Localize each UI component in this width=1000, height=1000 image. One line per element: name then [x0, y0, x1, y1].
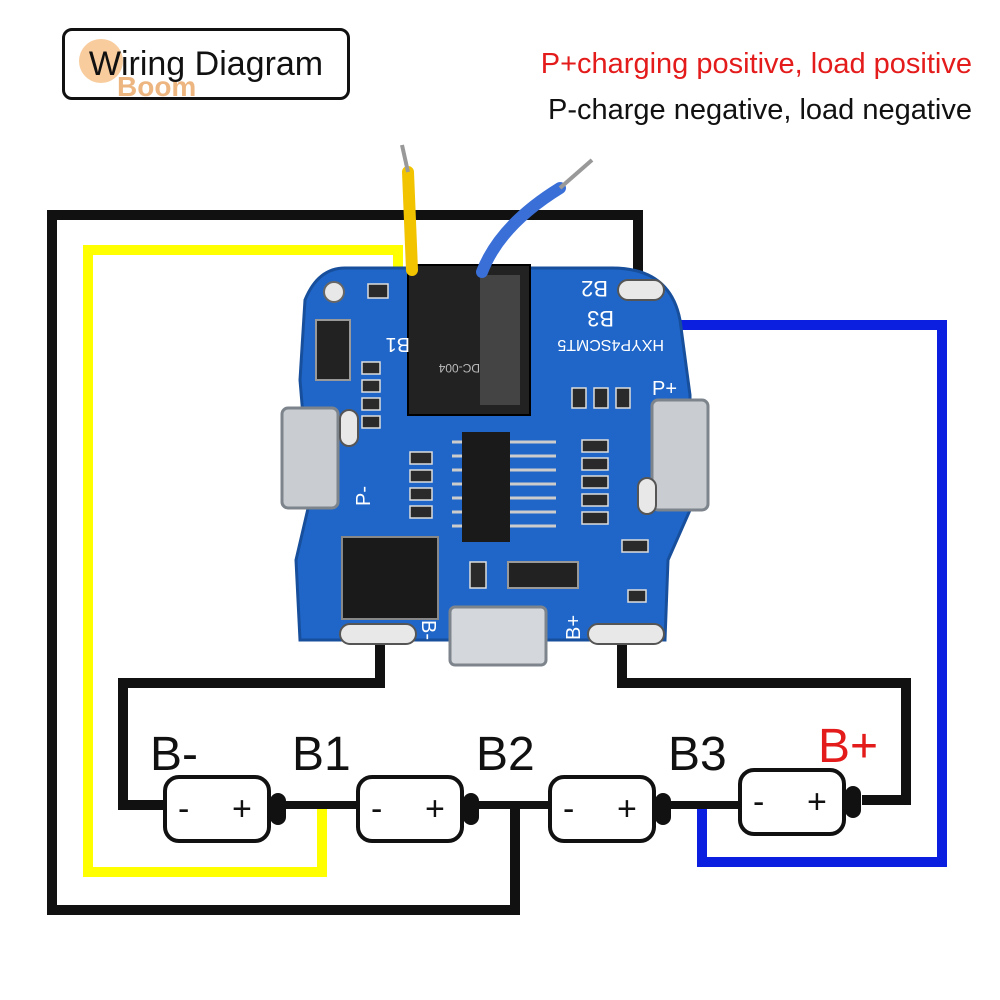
- silk-p-minus: P-: [353, 486, 375, 506]
- silk-b2: B2: [581, 276, 608, 301]
- cell-1-positive: +: [232, 790, 252, 828]
- pad-b-plus: [587, 623, 665, 645]
- black-wire-b-plus: [617, 635, 911, 805]
- cell-3-positive: +: [617, 790, 637, 828]
- battery-cell-4: - +: [738, 768, 861, 836]
- connector-label: DC-004: [438, 361, 480, 375]
- cell-2-positive: +: [425, 790, 445, 828]
- blue-lead-tip: [558, 158, 594, 190]
- pad-p-plus: [637, 477, 657, 515]
- cell-2-negative: -: [371, 790, 382, 828]
- p-plus-tab: [650, 398, 710, 512]
- silk-b3: B3: [587, 306, 614, 331]
- battery-cell-2: - +: [356, 775, 479, 843]
- cell-label-b1: B1: [292, 728, 351, 781]
- title-box: Boom Wiring Diagram: [62, 28, 350, 102]
- blue-wire-b3: [545, 320, 947, 867]
- diagram-title: Wiring Diagram: [88, 44, 324, 83]
- cell-1-negative: -: [178, 790, 189, 828]
- black-wire-b2: [47, 210, 643, 915]
- cell-label-b-minus: B-: [150, 728, 198, 781]
- cell-4-positive: +: [807, 783, 827, 821]
- mosfet: [341, 536, 439, 620]
- diode-d3: [507, 561, 579, 589]
- yellow-lead-tip: [400, 144, 410, 173]
- note-p-negative: P-charge negative, load negative: [547, 94, 972, 126]
- silk-b1: B1: [386, 333, 410, 355]
- brand-logo-icon: [79, 39, 123, 83]
- bottom-tab: [448, 605, 548, 667]
- silk-p-plus: P+: [652, 378, 677, 400]
- p-minus-tab: [280, 406, 340, 510]
- cell-label-b-plus: B+: [818, 720, 878, 773]
- pad-b-minus: [339, 623, 417, 645]
- ic-chip: [462, 432, 510, 542]
- blue-lead: [476, 182, 566, 278]
- pad-p-minus: [339, 409, 359, 447]
- dc-connector-port: [480, 275, 520, 405]
- silk-b-plus: B+: [563, 615, 585, 640]
- battery-cell-1: - +: [163, 775, 286, 843]
- diode-d1: [315, 319, 351, 381]
- yellow-lead: [402, 166, 418, 276]
- cell-3-negative: -: [563, 790, 574, 828]
- watermark-text: Boom: [117, 71, 197, 102]
- black-wire-b-minus: [118, 635, 385, 810]
- silk-b-minus: B-: [417, 620, 439, 640]
- board-hole: [323, 281, 345, 303]
- cell-label-b3: B3: [668, 728, 727, 781]
- silk-model: HXYP4SCMT5: [557, 336, 664, 353]
- cell-label-b2: B2: [476, 728, 535, 781]
- yellow-wire-b1: [83, 245, 403, 877]
- smd-components: [361, 283, 649, 603]
- battery-cell-3: - +: [548, 775, 671, 843]
- cell-4-negative: -: [753, 783, 764, 821]
- bms-board: DC-004: [280, 264, 710, 667]
- pad-b2: [617, 279, 665, 301]
- note-p-positive: P+charging positive, load positive: [540, 48, 972, 80]
- ic-pins: [452, 440, 556, 528]
